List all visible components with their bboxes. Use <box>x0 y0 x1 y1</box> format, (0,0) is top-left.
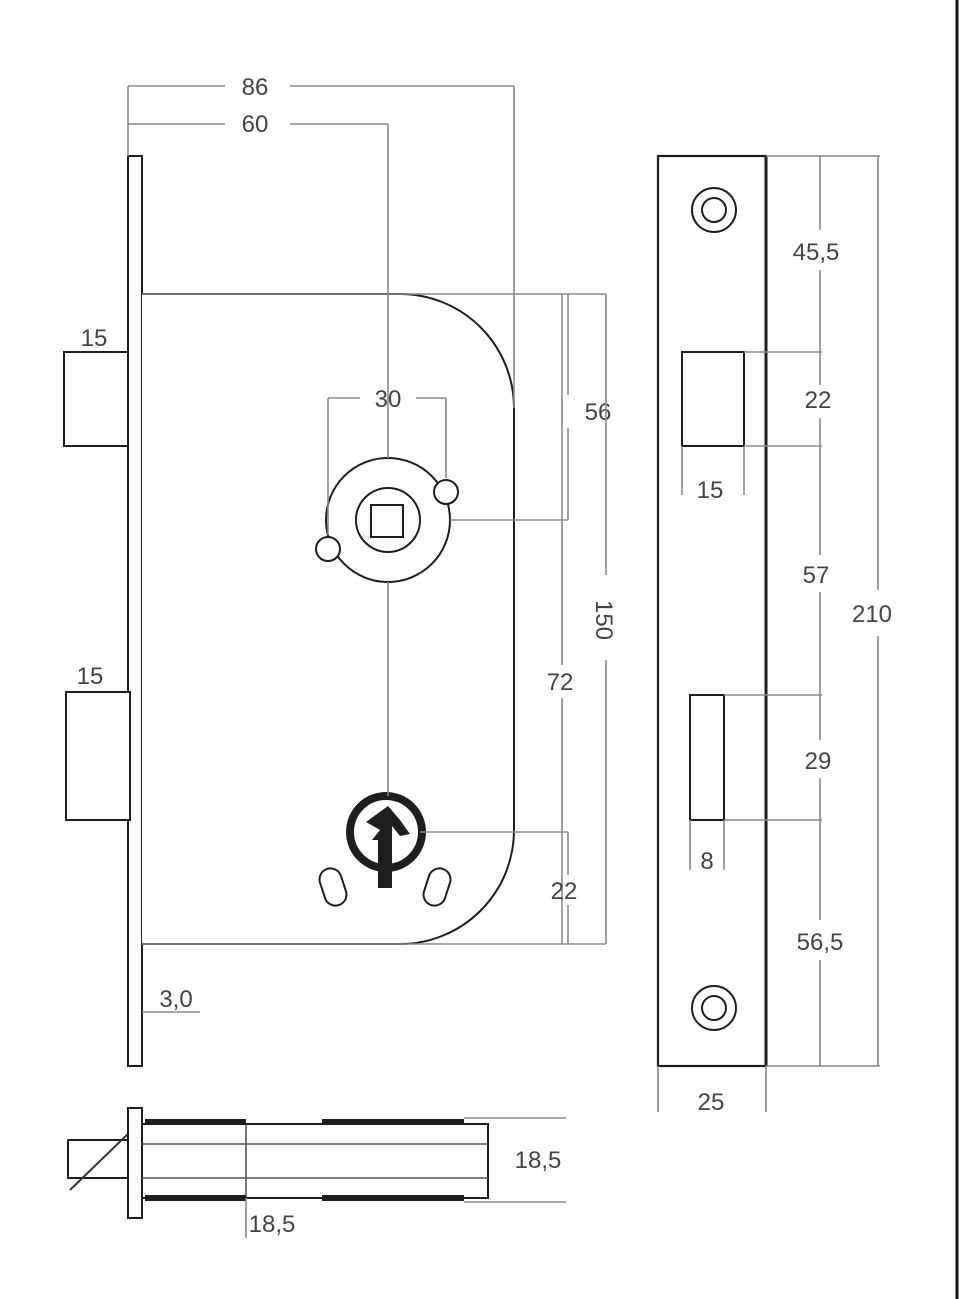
latch-bolt <box>63 351 129 447</box>
dim-follower-to-cylinder: 72 <box>547 669 574 696</box>
section-latch <box>67 1139 131 1179</box>
dim-bolt-width: 15 <box>77 663 104 690</box>
strike-plate <box>656 154 768 1068</box>
fixing-hole-right <box>433 479 459 505</box>
strike-bolt-opening <box>689 694 725 821</box>
dim-bottom-offset: 18,5 <box>249 1211 296 1238</box>
section-case <box>141 1123 489 1199</box>
dim-strike-total-height: 210 <box>852 601 892 628</box>
dim-strike-latch-width: 15 <box>697 477 724 504</box>
strike-plate-view: 45,5 22 57 29 56,5 210 15 8 25 <box>656 154 892 1116</box>
dim-overall-depth: 86 <box>242 74 269 101</box>
cylinder-slot-right <box>422 867 452 907</box>
dim-strike-bolt-width: 8 <box>700 848 713 875</box>
dim-strike-width: 25 <box>698 1089 725 1116</box>
dim-latch-width: 15 <box>81 325 108 352</box>
lock-case <box>142 293 515 945</box>
cylinder-cam-icon <box>366 806 410 888</box>
dim-strike-bolt-height: 29 <box>805 748 832 775</box>
dim-strike-top-offset: 45,5 <box>793 239 840 266</box>
front-view: 86 60 15 15 30 56 72 22 150 <box>63 74 617 1067</box>
dim-backset: 60 <box>242 111 269 138</box>
faceplate <box>127 155 143 1067</box>
section-view: 18,5 18,5 <box>67 1107 566 1238</box>
strike-latch-opening <box>681 351 745 447</box>
dim-strike-gap: 57 <box>803 562 830 589</box>
dim-follower-spacing: 30 <box>375 386 402 413</box>
spindle-square-icon <box>370 504 404 538</box>
section-faceplate <box>127 1107 143 1219</box>
dim-case-height: 150 <box>590 600 617 640</box>
cylinder-slot-left <box>318 867 348 907</box>
dim-faceplate-thickness: 3,0 <box>159 986 192 1013</box>
dim-strike-latch-height: 22 <box>805 387 832 414</box>
dead-bolt <box>65 691 131 821</box>
dim-follower-to-case-top: 56 <box>585 399 612 426</box>
dim-strike-bottom-offset: 56,5 <box>797 929 844 956</box>
fixing-hole-left <box>315 536 341 562</box>
dim-case-thickness: 18,5 <box>515 1147 562 1174</box>
dim-cylinder-to-case-bottom: 22 <box>551 878 578 905</box>
